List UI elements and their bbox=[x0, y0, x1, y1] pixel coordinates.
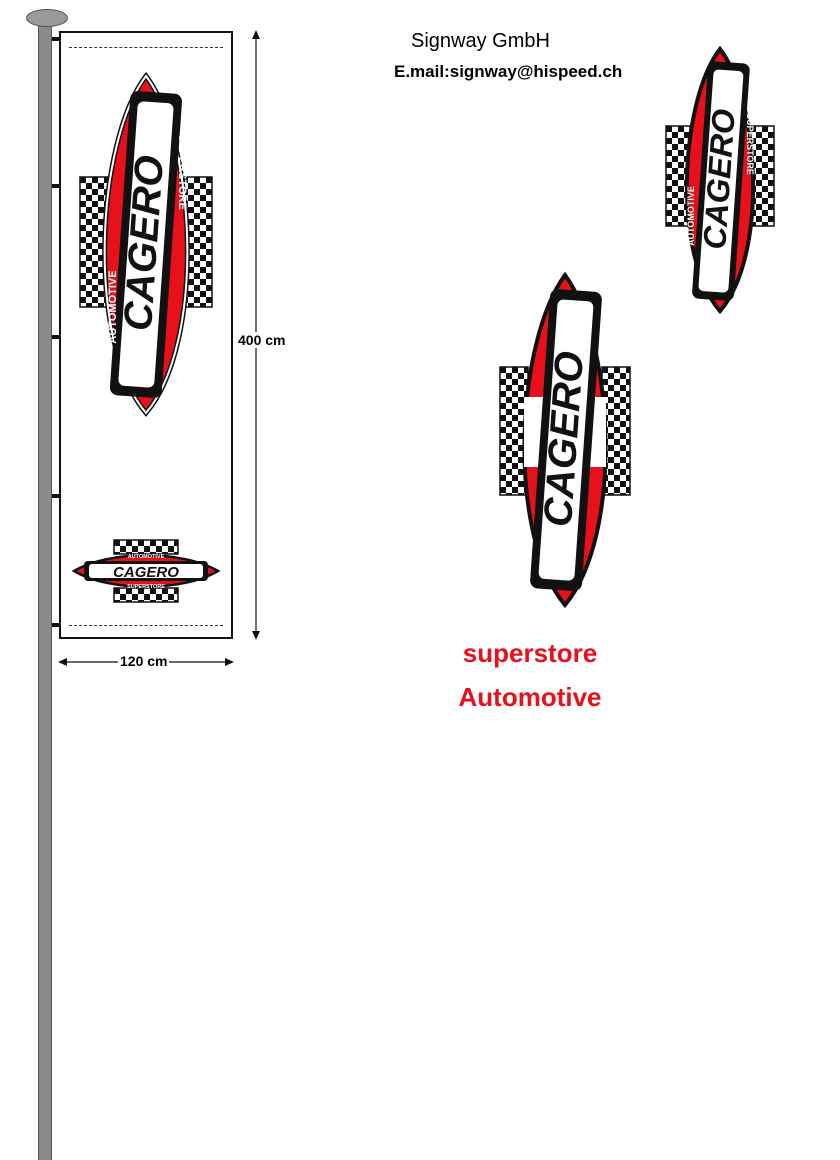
variant-1-left-word: AUTOMOTIVE bbox=[686, 186, 696, 246]
variant-text-superstore: superstore bbox=[462, 638, 598, 668]
small-logo-brand-text: CAGERO bbox=[113, 564, 179, 581]
variant-text-automotive: Automotive bbox=[458, 682, 602, 712]
height-label: 400 cm bbox=[236, 332, 288, 348]
pole-bracket bbox=[52, 37, 62, 41]
email-address: E.mail:signway@hispeed.ch bbox=[394, 62, 623, 81]
variant-1-right-word: SUPERSTORE bbox=[745, 113, 755, 175]
pole-bracket bbox=[52, 184, 62, 188]
small-logo-top-word: AUTOMOTIVE bbox=[128, 554, 165, 560]
top-hem-line bbox=[69, 47, 223, 48]
flag-pole bbox=[38, 20, 52, 1160]
width-label: 120 cm bbox=[118, 653, 170, 669]
small-logo-bottom-word: SUPERSTORE bbox=[127, 584, 165, 590]
cagero-logo-variant-2: CAGERO bbox=[499, 271, 631, 609]
checker-top bbox=[113, 539, 179, 555]
cagero-logo-large: CAGERO AUTOMOTIVE SUPERSTORE bbox=[79, 71, 213, 417]
logo-left-word: AUTOMOTIVE bbox=[107, 270, 119, 343]
bottom-hem-line bbox=[69, 625, 223, 626]
checker-bottom bbox=[113, 587, 179, 603]
logo-right-word: SUPERSTORE bbox=[176, 134, 188, 210]
pole-cap bbox=[26, 9, 68, 27]
cagero-logo-variant-1: CAGERO AUTOMOTIVE SUPERSTORE bbox=[665, 45, 775, 315]
pole-bracket bbox=[52, 335, 62, 339]
cagero-logo-small: CAGERO AUTOMOTIVE SUPERSTORE bbox=[71, 539, 221, 603]
company-name: Signway GmbH bbox=[411, 30, 550, 52]
pole-bracket bbox=[52, 623, 62, 627]
pole-bracket bbox=[52, 494, 62, 498]
